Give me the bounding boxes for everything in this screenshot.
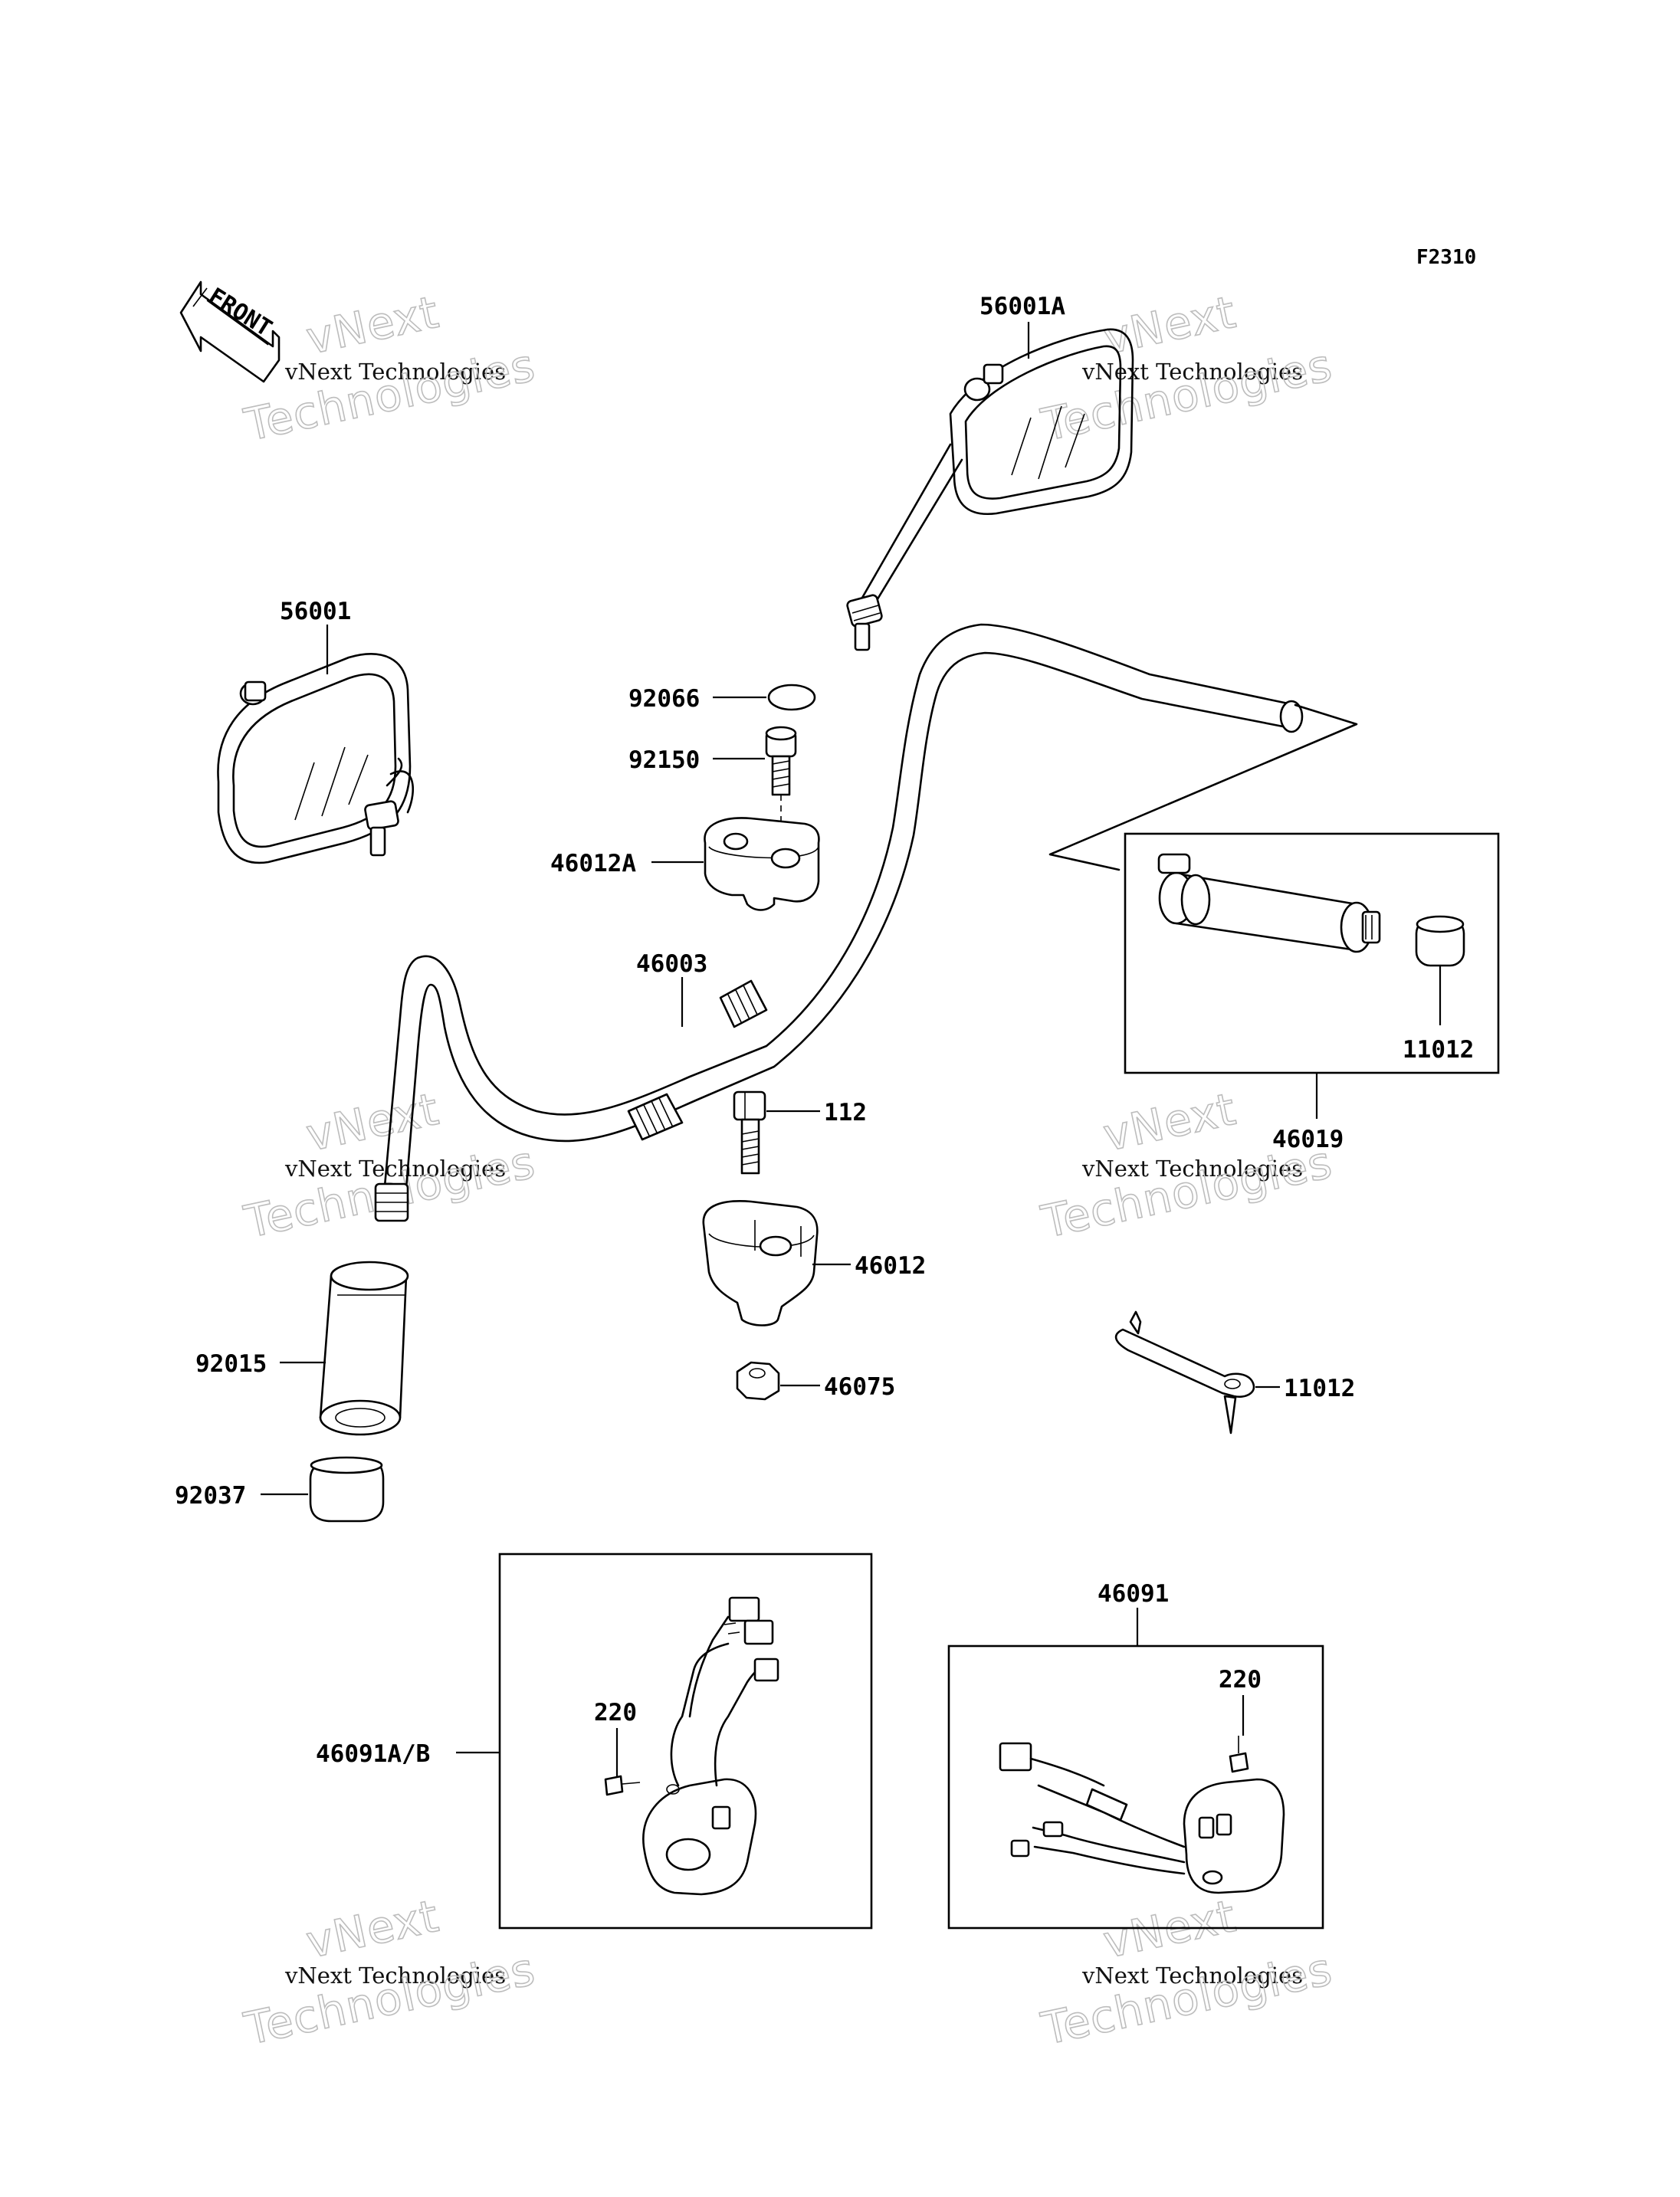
throttle-grip-46019: [1157, 853, 1381, 953]
switch-right-46091: [999, 1736, 1285, 1894]
label-46012A: 46012A: [550, 850, 636, 877]
cap-92066: [767, 684, 816, 711]
watermark-top-right: vNext vNext Technologies Technologies: [1036, 285, 1337, 452]
label-11012-right: 11012: [1403, 1036, 1474, 1064]
bar-end-cap-11012-left: [309, 1456, 385, 1523]
svg-text:Technologies: Technologies: [1037, 1943, 1337, 2055]
svg-text:vNext Technologies: vNext Technologies: [1081, 1963, 1303, 1989]
label-46019: 46019: [1272, 1126, 1344, 1153]
label-92037: 11012: [1284, 1375, 1355, 1402]
label-56001: 56001: [280, 598, 351, 625]
label-92150: 92150: [628, 746, 700, 774]
svg-text:Technologies: Technologies: [240, 339, 540, 451]
knurled-section-2: [719, 979, 768, 1028]
figure-code: F2310: [1416, 246, 1476, 269]
clamp-lower-46012: [702, 1200, 819, 1326]
cable-tie-92037: [1114, 1310, 1255, 1435]
svg-text:vNext Technologies: vNext Technologies: [284, 1963, 506, 1989]
svg-text:Technologies: Technologies: [1037, 339, 1337, 451]
svg-text:vNext: vNext: [1099, 1890, 1241, 1969]
bolt-112: [733, 1090, 766, 1175]
label-46075: 92015: [195, 1350, 267, 1378]
mirror-right-56001A: [846, 328, 1134, 651]
svg-text:vNext Technologies: vNext Technologies: [284, 359, 506, 385]
grip-46075: [319, 1261, 409, 1436]
svg-text:vNext Technologies: vNext Technologies: [1081, 359, 1303, 385]
watermark-bottom-left: vNext vNext Technologies Technologies: [239, 1889, 540, 2056]
knurled-section-1: [627, 1093, 684, 1141]
svg-text:vNext: vNext: [1099, 286, 1241, 365]
box-46091: [947, 1644, 1324, 1930]
label-46091: 46091: [1098, 1580, 1169, 1608]
label-11012-left: 92037: [175, 1482, 246, 1510]
label-92066: 92066: [628, 685, 700, 713]
watermark-bottom-right: vNext vNext Technologies Technologies: [1036, 1889, 1337, 2056]
svg-text:vNext: vNext: [302, 286, 444, 365]
label-220-left: 220: [594, 1699, 637, 1726]
bar-end-cap-11012-right: [1415, 915, 1465, 967]
svg-text:vNext Technologies: vNext Technologies: [284, 1156, 506, 1182]
label-56001A: 56001A: [979, 293, 1065, 320]
nut-92015: [736, 1361, 780, 1401]
clamp-upper-46012A: [704, 817, 820, 911]
svg-text:vNext Technologies: vNext Technologies: [1081, 1156, 1303, 1182]
watermark-mid-right: vNext vNext Technologies Technologies: [1036, 1082, 1337, 1249]
box-46091AB: [498, 1553, 873, 1930]
label-46091AB: 46091A/B: [316, 1740, 430, 1768]
bar-end-left: [374, 1182, 409, 1222]
mirror-left-56001: [217, 653, 415, 864]
watermark-mid-left: vNext vNext Technologies Technologies: [239, 1082, 540, 1249]
svg-text:Technologies: Technologies: [240, 1943, 540, 2055]
handlebar-46003: [374, 623, 1358, 1222]
bolt-92150: [765, 726, 797, 831]
svg-text:vNext: vNext: [302, 1890, 444, 1969]
front-arrow-icon: FRONT: [179, 280, 281, 383]
label-112: 112: [824, 1099, 867, 1126]
label-92015: 46075: [824, 1373, 895, 1401]
label-220-right: 220: [1219, 1666, 1262, 1694]
box-46019: [1124, 832, 1500, 1074]
svg-text:vNext: vNext: [1099, 1083, 1241, 1162]
watermark-top-left: vNext vNext Technologies Technologies: [239, 285, 540, 452]
switch-left-46091AB: [604, 1596, 779, 1896]
label-46012: 46012: [855, 1252, 926, 1280]
label-46003: 46003: [636, 950, 707, 978]
svg-text:vNext: vNext: [302, 1083, 444, 1162]
